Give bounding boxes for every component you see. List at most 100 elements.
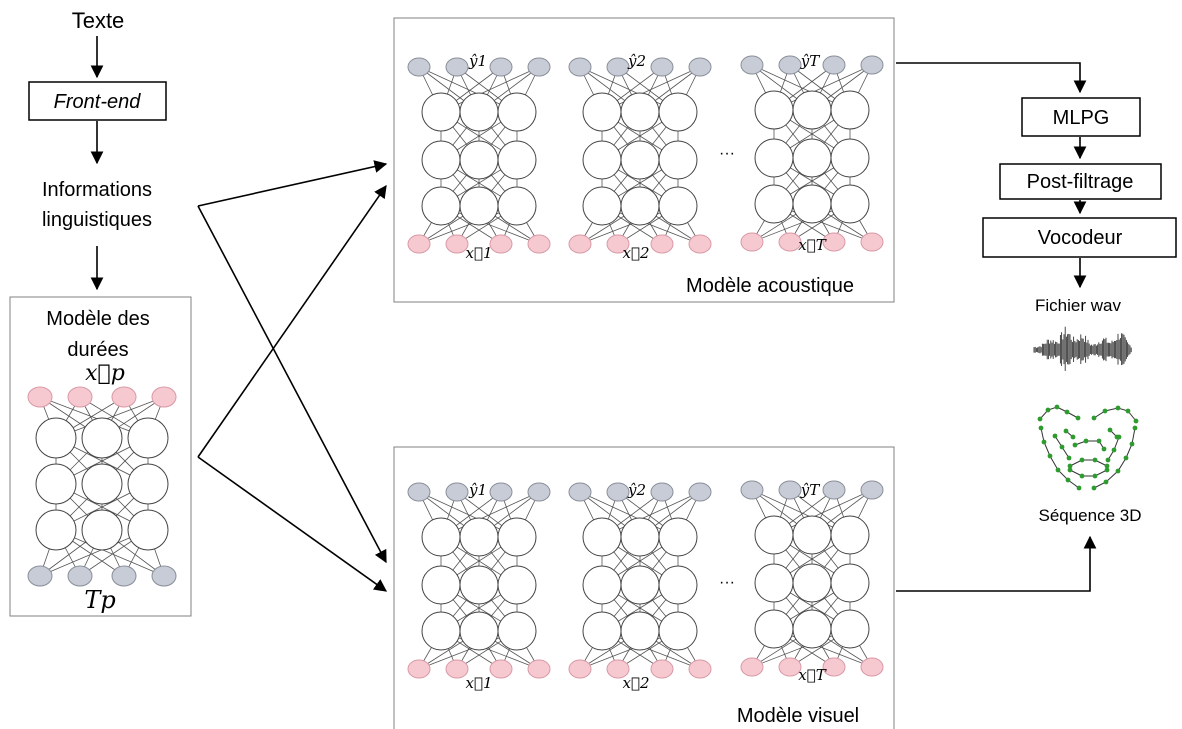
point-cloud-point [1104,467,1110,473]
input-node [606,659,630,679]
point-cloud-point [1091,415,1097,421]
input-node [606,234,630,254]
hidden-node [830,563,870,603]
output-node [407,57,431,77]
ling-info-line2: linguistiques [42,209,152,231]
acoustic-ellipsis: ··· [719,145,735,162]
seq3d-label: Séquence 3D [1038,506,1141,525]
input-node [27,386,53,408]
output-node [445,482,469,502]
hidden-node [497,140,537,180]
input-node [568,659,592,679]
point-cloud-point [1111,447,1117,453]
point-cloud-point [1047,453,1053,459]
hidden-node [658,611,698,651]
visual-ellipsis: ··· [719,574,735,591]
hidden-node [792,184,832,224]
acoustic-network-1 [407,57,551,254]
acoustic-network-T [740,55,884,252]
output-node [606,57,630,77]
output-node [489,482,513,502]
hidden-node [658,140,698,180]
output-node [527,57,551,77]
acoustic-input-1: x⃗1 [465,244,492,262]
duration-input-symbol: x⃗p [85,361,125,386]
hidden-node [421,565,461,605]
hidden-node [792,138,832,178]
hidden-node [830,609,870,649]
hidden-node [830,90,870,130]
duration-output-symbol: Tp [84,586,115,614]
input-node [778,657,802,677]
visual-output-1: ŷ1 [468,481,487,499]
frontend-label: Front-end [54,91,142,113]
hidden-node [582,611,622,651]
output-node [27,565,53,587]
output-node [527,482,551,502]
point-cloud-link [1039,406,1079,420]
point-cloud-link [1069,469,1108,477]
vocoder-label: Vocodeur [1038,227,1123,249]
hidden-node [421,140,461,180]
input-node [151,386,177,408]
visual-output-T: ŷT [800,481,820,499]
point-cloud-point [1103,479,1109,485]
hidden-node [497,565,537,605]
point-cloud-point [1091,485,1097,491]
input-node [67,386,93,408]
output-node [688,57,712,77]
point-cloud-point [1096,438,1102,444]
acoustic-output-1: ŷ1 [468,52,487,70]
output-node [822,55,846,75]
hidden-node [127,463,169,505]
point-cloud-point [1129,441,1135,447]
hidden-node [792,563,832,603]
hidden-node [830,138,870,178]
output-node [151,565,177,587]
point-cloud-point [1052,433,1058,439]
input-node [822,232,846,252]
point-cloud-link [1074,440,1105,450]
frontend-box: Front-end [28,81,167,121]
acoustic-model-panel: ŷ1 ŷ2 ŷT x⃗1 x⃗2 x⃗T ··· Modèle acoustiq… [393,17,895,303]
hidden-node [582,140,622,180]
output-node [650,57,674,77]
point-cloud-point [1059,444,1065,450]
hidden-node [582,565,622,605]
acoustic-network-2 [568,57,712,254]
wav-file-label: Fichier wav [1035,296,1121,315]
input-node [527,234,551,254]
point-cloud-point [1125,408,1131,414]
visual-network-1 [407,482,551,679]
arrow-visual-to-seq3d [896,535,1097,592]
input-node [650,659,674,679]
hidden-node [497,611,537,651]
input-node [740,657,764,677]
point-cloud-point [1133,418,1139,424]
hidden-node [81,463,123,505]
hidden-node [754,515,794,555]
hidden-node [459,517,499,557]
visual-input-1: x⃗1 [465,674,492,692]
hidden-node [35,417,77,459]
arrow-acoustic-to-mlpg [896,62,1087,94]
point-cloud-point [1063,428,1069,434]
visual-network-2 [568,482,712,679]
visual-model-title: Modèle visuel [737,705,859,727]
input-node [489,234,513,254]
output-node [688,482,712,502]
input-node [860,657,884,677]
hidden-node [35,463,77,505]
hidden-node [127,417,169,459]
hidden-node [754,184,794,224]
input-node [489,659,513,679]
duration-neural-network [27,386,177,587]
output-node [489,57,513,77]
output-node [778,480,802,500]
input-node [445,234,469,254]
hidden-node [459,140,499,180]
hidden-node [459,92,499,132]
hidden-node [620,565,660,605]
point-cloud-point [1067,467,1073,473]
output-node [445,57,469,77]
